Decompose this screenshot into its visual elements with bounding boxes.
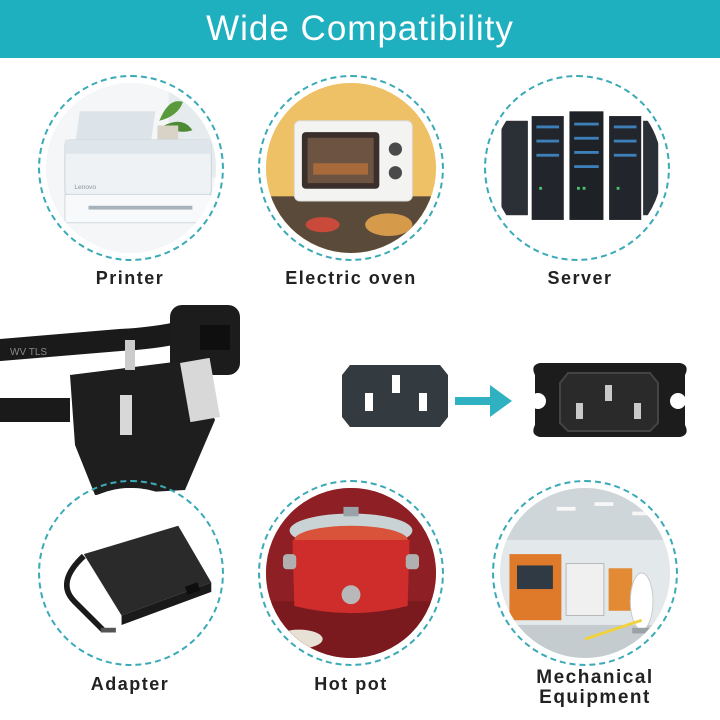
hotpot-illustration	[266, 488, 436, 658]
label-mechanical-equipment: Mechanical Equipment	[510, 668, 680, 708]
title-banner: Wide Compatibility	[0, 0, 720, 58]
adapter-illustration	[46, 488, 216, 658]
factory-circle	[492, 480, 678, 666]
adapter-circle	[38, 480, 224, 666]
svg-text:Lenovo: Lenovo	[74, 184, 96, 191]
arrow-right-icon	[455, 385, 512, 417]
label-server: Server	[547, 268, 613, 288]
connector-comparison	[340, 345, 710, 445]
label-adapter: Adapter	[90, 674, 170, 694]
factory-illustration	[500, 488, 670, 658]
label-mechanical-line1: Mechanical	[536, 667, 654, 688]
printer-illustration: Lenovo	[46, 83, 216, 253]
cable-print: WV TLS	[10, 347, 47, 358]
label-mechanical-line2: Equipment	[539, 687, 651, 708]
oven-circle	[258, 75, 444, 261]
printer-circle: Lenovo	[38, 75, 224, 261]
banner-title: Wide Compatibility	[206, 9, 514, 48]
label-electric-oven: Electric oven	[285, 268, 417, 288]
label-hot-pot: Hot pot	[314, 674, 388, 694]
label-printer: Printer	[95, 268, 165, 288]
hotpot-circle	[258, 480, 444, 666]
c13-connector-icon	[342, 365, 448, 427]
server-illustration	[492, 83, 662, 253]
uk-power-cable-image: WV TLS	[0, 300, 260, 510]
oven-illustration	[266, 83, 436, 253]
server-circle	[484, 75, 670, 261]
